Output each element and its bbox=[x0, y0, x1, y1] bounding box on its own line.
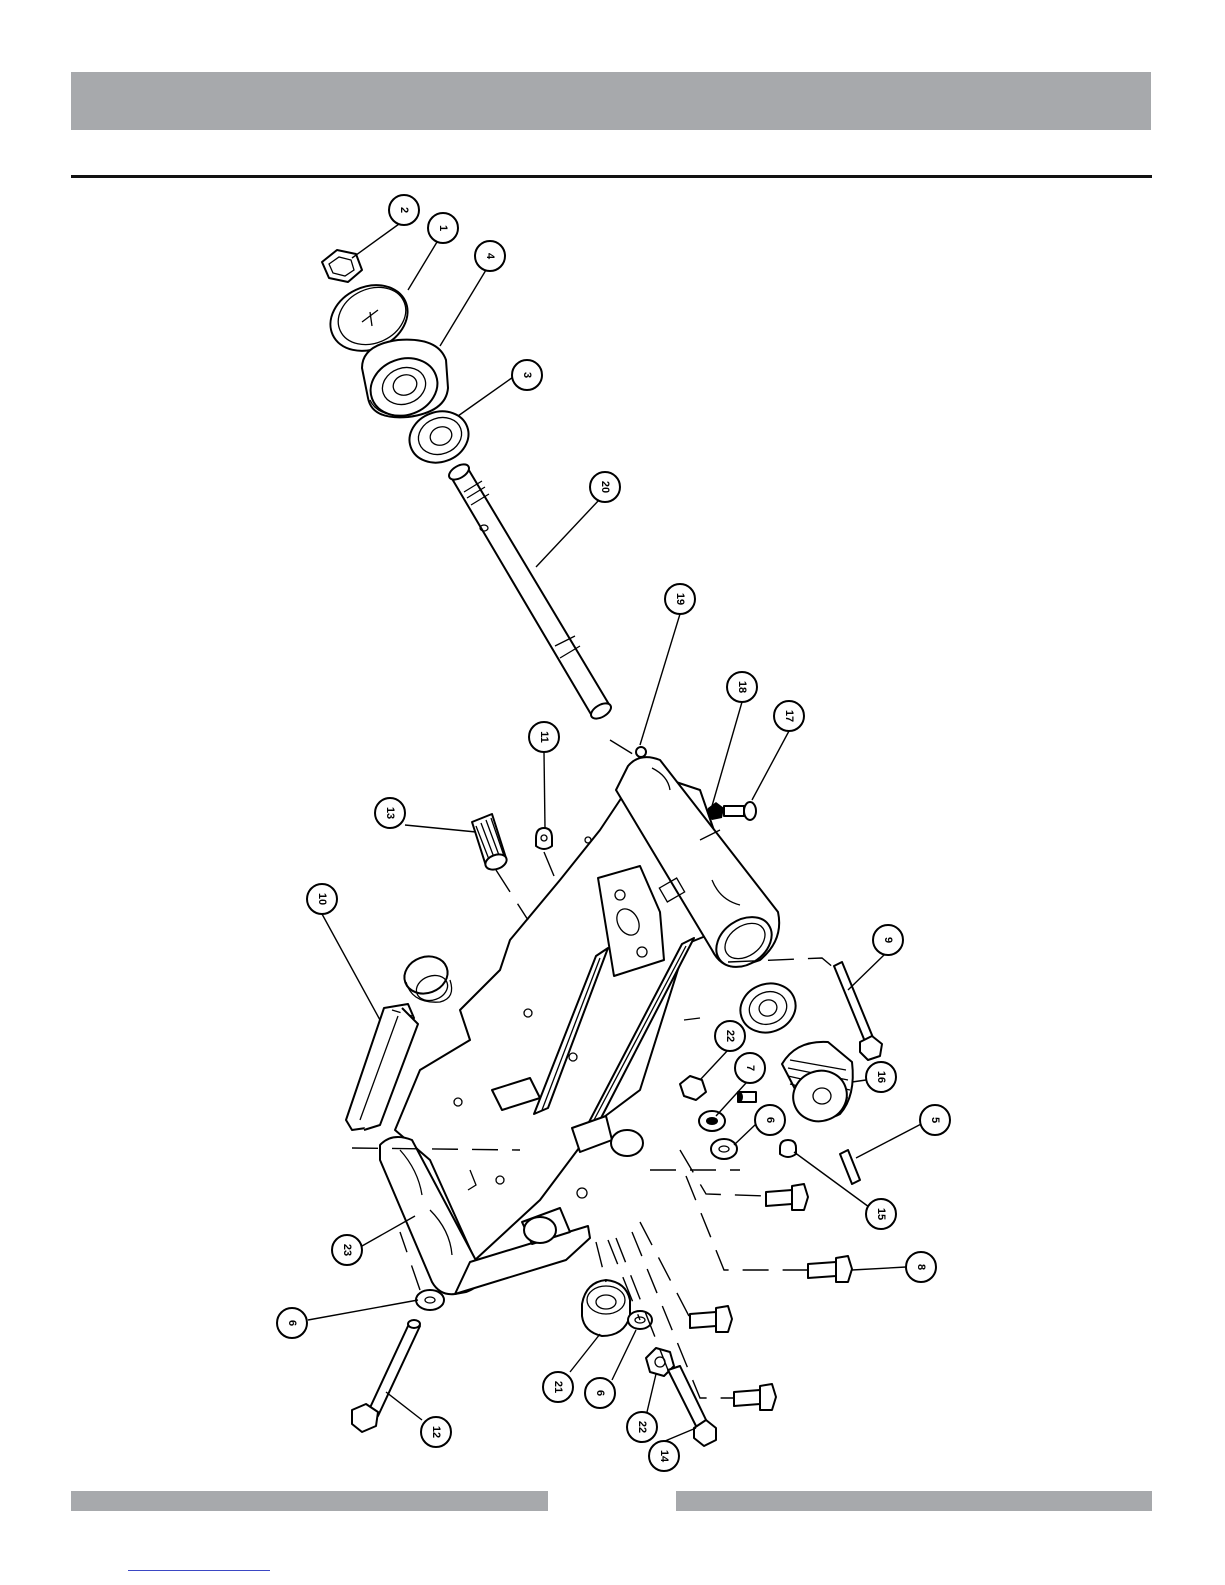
hex-nut-22a-part bbox=[680, 1076, 706, 1100]
callout-19: 19 bbox=[665, 584, 695, 614]
svg-text:22: 22 bbox=[636, 1421, 648, 1433]
svg-text:10: 10 bbox=[316, 893, 328, 905]
set-screw-part bbox=[737, 1092, 756, 1102]
svg-text:7: 7 bbox=[744, 1065, 756, 1071]
key-pin-part bbox=[840, 1150, 860, 1184]
callout-6a: 6 bbox=[755, 1105, 785, 1135]
svg-text:1: 1 bbox=[437, 225, 449, 231]
svg-text:4: 4 bbox=[484, 253, 496, 260]
lock-washer-part bbox=[699, 1111, 725, 1131]
long-bolt-12-part bbox=[352, 1320, 420, 1432]
callout-3: 3 bbox=[512, 360, 542, 390]
small-pin-15-part bbox=[780, 1140, 796, 1157]
svg-text:9: 9 bbox=[882, 937, 894, 943]
bolt-lower-right-part bbox=[734, 1384, 776, 1410]
callout-10: 10 bbox=[307, 884, 337, 914]
svg-text:6: 6 bbox=[764, 1117, 776, 1123]
svg-text:19: 19 bbox=[674, 593, 686, 605]
callout-11: 11 bbox=[529, 722, 559, 752]
callout-5: 5 bbox=[920, 1105, 950, 1135]
svg-text:11: 11 bbox=[538, 731, 550, 743]
parts-drawing bbox=[320, 250, 882, 1446]
callout-17: 17 bbox=[774, 701, 804, 731]
svg-text:18: 18 bbox=[736, 681, 748, 693]
svg-text:22: 22 bbox=[724, 1030, 736, 1042]
callout-23: 23 bbox=[332, 1235, 362, 1265]
bushing-21-part bbox=[582, 1280, 630, 1336]
bolt-lower-middle-part bbox=[690, 1306, 732, 1332]
callout-22b: 22 bbox=[627, 1412, 657, 1442]
flat-washer-6b-part bbox=[416, 1290, 444, 1310]
callout-6b: 6 bbox=[277, 1308, 307, 1338]
svg-text:6: 6 bbox=[594, 1390, 606, 1396]
callout-2: 2 bbox=[389, 195, 419, 225]
callout-22a: 22 bbox=[715, 1021, 745, 1051]
callout-16: 16 bbox=[866, 1062, 896, 1092]
fitting-screw-part bbox=[706, 802, 756, 820]
svg-text:5: 5 bbox=[929, 1117, 941, 1123]
clip-part bbox=[636, 747, 646, 757]
callout-12: 12 bbox=[421, 1417, 451, 1447]
callout-1: 1 bbox=[428, 213, 458, 243]
svg-text:2: 2 bbox=[398, 207, 410, 213]
footer-bar-right bbox=[676, 1491, 1152, 1511]
svg-text:12: 12 bbox=[430, 1426, 442, 1438]
callout-9: 9 bbox=[873, 925, 903, 955]
svg-text:14: 14 bbox=[658, 1450, 670, 1463]
callout-7: 7 bbox=[735, 1053, 765, 1083]
callout-15: 15 bbox=[866, 1199, 896, 1229]
svg-text:8: 8 bbox=[915, 1264, 927, 1270]
shaft-part bbox=[446, 461, 613, 721]
svg-text:3: 3 bbox=[521, 372, 533, 378]
svg-text:16: 16 bbox=[875, 1071, 887, 1083]
svg-text:13: 13 bbox=[384, 807, 396, 819]
flat-washer-6a-part bbox=[711, 1139, 737, 1159]
svg-text:20: 20 bbox=[599, 481, 611, 493]
bolt-right-upper-part bbox=[766, 1184, 808, 1210]
callout-18: 18 bbox=[727, 672, 757, 702]
callout-8: 8 bbox=[906, 1252, 936, 1282]
long-bolt-9-part bbox=[834, 962, 882, 1060]
bushing-top-part bbox=[399, 951, 453, 1005]
callout-21: 21 bbox=[543, 1372, 573, 1402]
callout-14: 14 bbox=[649, 1441, 679, 1471]
grease-nipple-part bbox=[536, 828, 552, 849]
callout-4: 4 bbox=[475, 241, 505, 271]
svg-text:6: 6 bbox=[286, 1320, 298, 1326]
bolt-14-part bbox=[668, 1366, 716, 1446]
callout-13: 13 bbox=[375, 798, 405, 828]
footer-link-underline[interactable] bbox=[128, 1570, 270, 1571]
callout-20: 20 bbox=[590, 472, 620, 502]
knurled-roller-part bbox=[782, 1042, 854, 1129]
footer-bar-left bbox=[71, 1491, 548, 1511]
svg-text:15: 15 bbox=[875, 1208, 887, 1220]
svg-text:21: 21 bbox=[552, 1381, 564, 1393]
svg-text:17: 17 bbox=[783, 710, 795, 722]
callout-6c: 6 bbox=[585, 1378, 615, 1408]
splined-coupling-part bbox=[472, 814, 509, 872]
bolt-8-part bbox=[808, 1256, 852, 1282]
svg-text:23: 23 bbox=[341, 1244, 353, 1256]
